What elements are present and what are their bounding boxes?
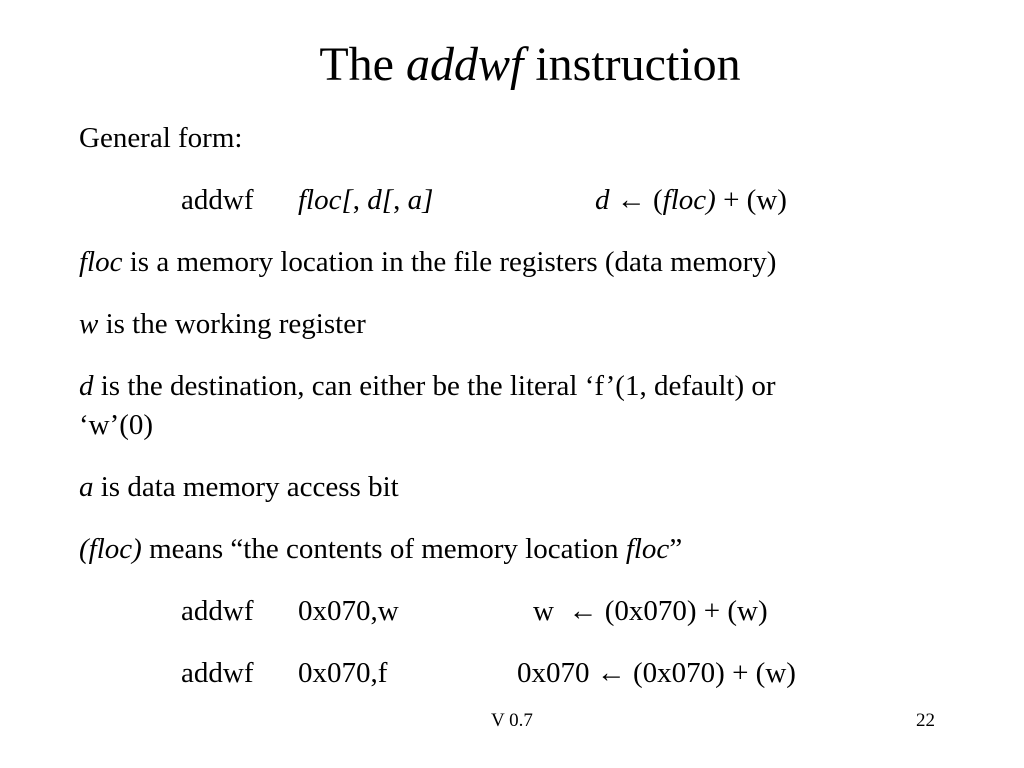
example2-result: 0x070 ← (0x070) + (w) (517, 657, 796, 689)
general-form-label: General form: (79, 122, 243, 154)
d-definition-continued: ‘w’(0) (79, 409, 154, 441)
floc-definition: floc is a memory location in the file re… (79, 246, 777, 278)
d-definition: d is the destination, can either be the … (79, 370, 776, 402)
example1-mnemonic: addwf (181, 595, 254, 627)
floc-contents-definition: (floc) means “the contents of memory loc… (79, 533, 683, 565)
general-form-operands: floc[, d[, a] (298, 184, 434, 216)
slide-title: The addwf instruction (319, 38, 741, 91)
footer-page-number: 22 (916, 710, 935, 731)
w-definition: w is the working register (79, 308, 366, 340)
example1-operand: 0x070,w (298, 595, 399, 627)
a-definition: a is data memory access bit (79, 471, 399, 503)
general-form-operation: d ← (floc) + (w) (595, 184, 787, 216)
example2-operand: 0x070,f (298, 657, 388, 689)
example1-result: w ← (0x070) + (w) (533, 595, 768, 627)
example2-mnemonic: addwf (181, 657, 254, 689)
general-form-mnemonic: addwf (181, 184, 254, 216)
footer-version: V 0.7 (491, 710, 533, 731)
